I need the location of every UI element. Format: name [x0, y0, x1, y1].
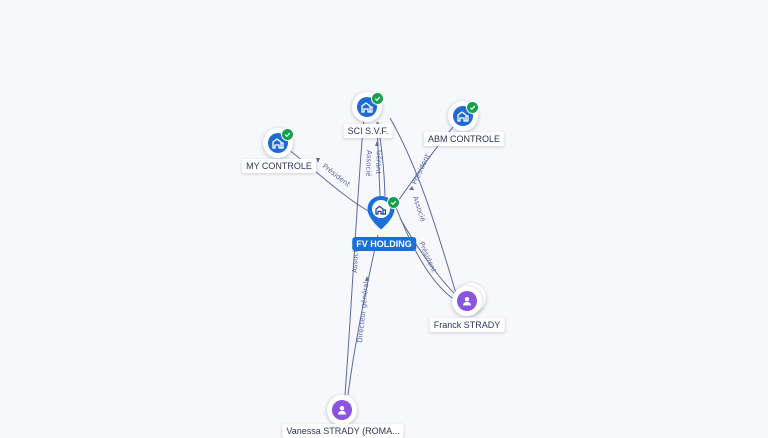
verified-check-icon	[371, 92, 384, 105]
verified-check-icon	[387, 196, 400, 209]
edge-franck-fv-president	[399, 217, 458, 297]
edge-label-directeur: Directeur général	[356, 281, 370, 343]
node-bubble[interactable]	[452, 286, 482, 316]
edge-label-president-franck: Président	[417, 241, 438, 274]
edge-label-associe-sci: Associé	[364, 150, 373, 177]
person-icon	[332, 400, 352, 420]
arrow-abm	[409, 186, 414, 190]
node-label-my-controle[interactable]: MY CONTROLE	[242, 159, 316, 173]
edge-label-associe-vanessa: Associé	[351, 246, 360, 273]
node-label-franck-strady[interactable]: Franck STRADY	[429, 318, 505, 332]
edge-label-president-abm: Président	[411, 153, 432, 186]
verified-check-icon	[281, 128, 294, 141]
arrow-directeur	[365, 276, 369, 281]
node-label-abm-controle[interactable]: ABM CONTROLE	[423, 132, 505, 146]
edge-label-associe-franck: Associé	[411, 195, 427, 223]
edge-fv-my-president	[279, 142, 371, 213]
node-label-sci-svf[interactable]: SCI S.V.F.	[343, 124, 393, 138]
node-label-fv-holding[interactable]: FV HOLDING	[352, 237, 416, 251]
arrow-my	[316, 158, 320, 163]
node-bubble[interactable]	[327, 395, 357, 425]
node-label-vanessa-strady[interactable]: Vanessa STRADY (ROMA...	[282, 424, 404, 438]
arrow-gerant	[375, 141, 379, 146]
node-bubble[interactable]	[352, 92, 382, 122]
edge-label-president-my: Président	[321, 162, 352, 189]
edge-franck-fv-associe	[394, 204, 456, 301]
node-bubble[interactable]	[263, 128, 293, 158]
edge-sci-franck	[389, 117, 459, 301]
edge-label-gerant: Gérant	[374, 150, 383, 175]
verified-check-icon	[466, 101, 479, 114]
person-icon	[457, 291, 477, 311]
